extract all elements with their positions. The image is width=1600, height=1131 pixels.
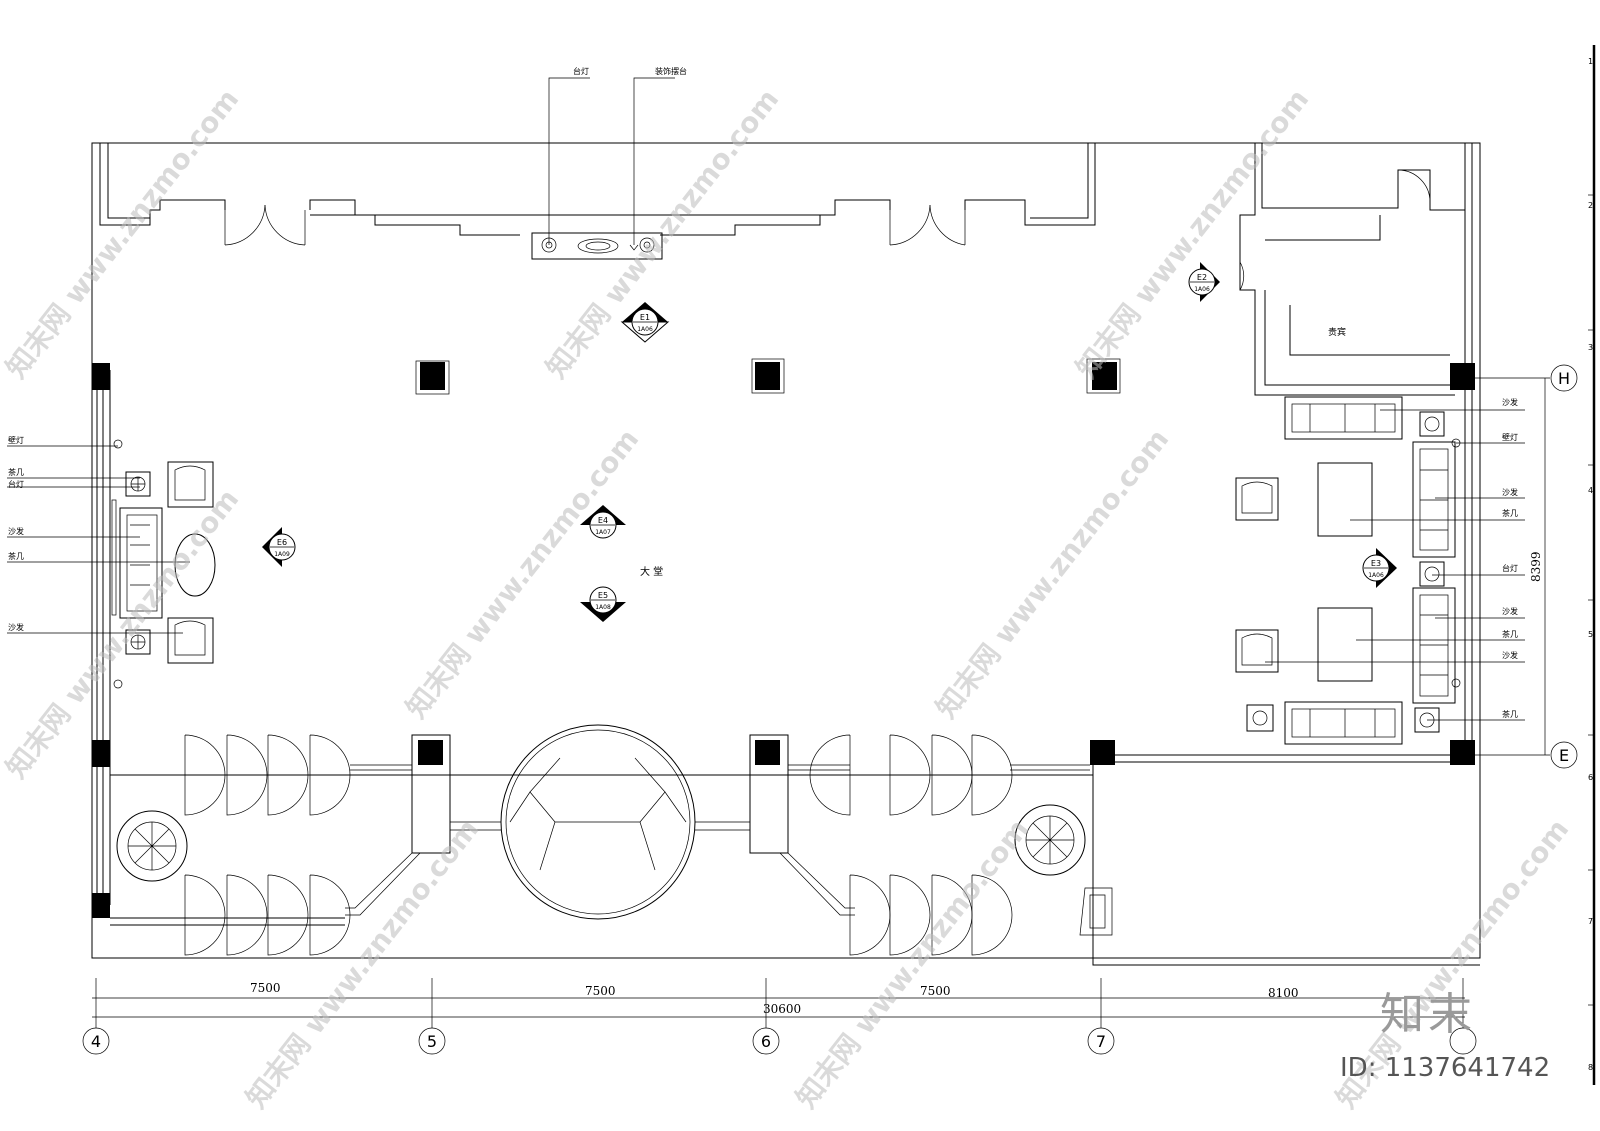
right-label-sofa2: 沙发 xyxy=(1502,487,1518,497)
right-label-wall-lamp: 壁灯 xyxy=(1502,432,1518,442)
dim-seg2: 7500 xyxy=(585,984,616,998)
right-label-sofa3: 沙发 xyxy=(1502,606,1518,616)
e3-top: E3 xyxy=(1371,559,1381,568)
right-label-tea1: 茶几 xyxy=(1502,508,1518,518)
room-label-store: 贵宾 xyxy=(1328,326,1346,338)
e4-bottom: 1A07 xyxy=(595,529,611,536)
e4-top: E4 xyxy=(598,516,608,525)
tick-7: 7 xyxy=(1588,917,1593,926)
axis-h: H xyxy=(1558,369,1570,388)
label-display-top: 装饰摆台 xyxy=(655,66,687,76)
dim-seg3: 7500 xyxy=(920,984,951,998)
tick-5: 5 xyxy=(1588,630,1593,639)
left-label-sofa1: 沙发 xyxy=(8,526,24,536)
watermark-5: 知末网 www.znzmo.com xyxy=(400,423,646,724)
elevation-tag-e2: E2 1A06 xyxy=(1188,262,1220,302)
axis-e: E xyxy=(1559,746,1569,765)
left-lounge xyxy=(7,439,216,689)
sheet-ticks: 1 2 3 4 5 6 7 8 xyxy=(1588,57,1594,1072)
right-lounge xyxy=(1235,396,1525,745)
brand-logo: 知末 xyxy=(1380,989,1476,1040)
elevation-tag-e5: E5 1A08 xyxy=(580,586,626,622)
e6-bottom: 1A09 xyxy=(274,551,290,558)
watermarks: 知末网 www.znzmo.com 知末网 www.znzmo.com 知末网 … xyxy=(0,83,1575,1114)
structural-columns xyxy=(92,358,1475,918)
label-table-lamp-top: 台灯 xyxy=(573,66,589,76)
e1-bottom: 1A06 xyxy=(637,326,653,333)
left-label-wall-lamp: 壁灯 xyxy=(8,435,24,445)
right-label-sofa4: 沙发 xyxy=(1502,650,1518,660)
tick-4: 4 xyxy=(1588,486,1593,495)
elevation-tag-e3: E3 1A06 xyxy=(1362,548,1397,588)
e5-bottom: 1A08 xyxy=(595,604,611,611)
building-outline xyxy=(91,142,1481,966)
right-label-tea3: 茶几 xyxy=(1502,709,1518,719)
e6-top: E6 xyxy=(277,538,287,547)
axis-7: 7 xyxy=(1096,1032,1106,1051)
dimension-chain: 7500 7500 7500 8100 30600 4 5 6 7 xyxy=(82,978,1477,1055)
left-label-tea-table: 茶几 xyxy=(8,467,24,477)
watermark-3: 知末网 www.znzmo.com xyxy=(1070,83,1316,384)
left-label-coffee-table: 茶几 xyxy=(8,551,24,561)
tick-2: 2 xyxy=(1588,201,1593,210)
room-label-lobby: 大 堂 xyxy=(640,565,663,578)
watermark-8: 知末网 www.znzmo.com xyxy=(790,813,1036,1114)
e3-bottom: 1A06 xyxy=(1368,572,1384,579)
entrance xyxy=(116,724,1090,956)
axis-5: 5 xyxy=(427,1032,437,1051)
dim-total: 30600 xyxy=(763,1002,801,1016)
dim-seg4: 8100 xyxy=(1268,986,1299,1000)
dim-seg1: 7500 xyxy=(250,981,281,995)
right-grid-axes: H E 8399 xyxy=(1475,364,1578,769)
watermark-1: 知末网 www.znzmo.com xyxy=(0,83,245,384)
tick-8: 8 xyxy=(1588,1063,1593,1072)
elevation-tag-e4: E4 1A07 xyxy=(580,505,626,539)
dim-vertical: 8399 xyxy=(1529,551,1543,582)
watermark-7: 知末网 www.znzmo.com xyxy=(240,813,486,1114)
tick-6: 6 xyxy=(1588,773,1593,782)
e2-bottom: 1A06 xyxy=(1194,286,1210,293)
axis-4: 4 xyxy=(91,1032,101,1051)
e1-top: E1 xyxy=(640,313,650,322)
right-label-table-lamp: 台灯 xyxy=(1502,563,1518,573)
left-label-sofa2: 沙发 xyxy=(8,622,24,632)
axis-6: 6 xyxy=(761,1032,771,1051)
tick-1: 1 xyxy=(1588,57,1593,66)
elevation-tag-e6: E6 1A09 xyxy=(262,527,296,567)
left-label-table-lamp: 台灯 xyxy=(8,479,24,489)
right-label-sofa1: 沙发 xyxy=(1502,397,1518,407)
tick-3: 3 xyxy=(1588,343,1593,352)
right-label-tea2: 茶几 xyxy=(1502,629,1518,639)
e2-top: E2 xyxy=(1197,273,1207,282)
id-text: ID: 1137641742 xyxy=(1340,1053,1551,1083)
display-console xyxy=(531,77,675,260)
watermark-2: 知末网 www.znzmo.com xyxy=(540,83,786,384)
watermark-4: 知末网 www.znzmo.com xyxy=(0,483,245,784)
elevation-tag-e1: E1 1A06 xyxy=(620,302,670,343)
watermark-6: 知末网 www.znzmo.com xyxy=(930,423,1176,724)
e5-top: E5 xyxy=(598,591,608,600)
